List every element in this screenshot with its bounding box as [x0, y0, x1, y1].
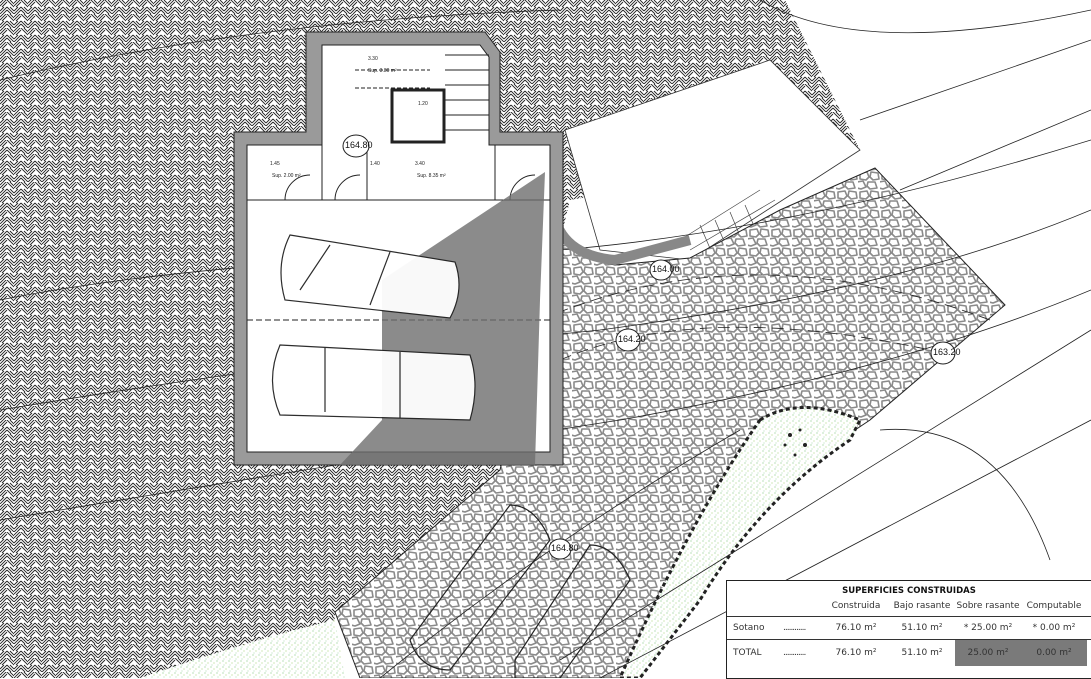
- room-dims: 3.40: [415, 161, 425, 167]
- cell-highlighted: 0.00 m²: [1021, 640, 1087, 666]
- room-area: Sup. 3.80 m²: [368, 68, 397, 74]
- svg-text:163.20: 163.20: [933, 347, 961, 357]
- table-row-total: TOTAL ............ 76.10 m² 51.10 m² 25.…: [727, 639, 1091, 666]
- room-area: Sup. 8.35 m²: [417, 173, 446, 179]
- room-dims: 1.20: [418, 101, 428, 107]
- svg-text:164.00: 164.00: [652, 264, 680, 274]
- table-header: Construida Bajo rasante Sobre rasante Co…: [727, 596, 1091, 616]
- row-label: TOTAL: [733, 648, 762, 658]
- cell: 76.10 m²: [835, 648, 877, 658]
- svg-text:164.20: 164.20: [618, 334, 646, 344]
- cell: * 0.00 m²: [1032, 623, 1076, 633]
- car-upper: [280, 234, 460, 319]
- level-marker: 164.80: [548, 538, 579, 560]
- surface-area-table: SUPERFICIES CONSTRUIDAS Construida Bajo …: [726, 580, 1091, 679]
- car-lower: [271, 344, 476, 421]
- cell: 51.10 m²: [901, 623, 943, 633]
- cell: 51.10 m²: [901, 648, 943, 658]
- table-title: SUPERFICIES CONSTRUIDAS: [842, 586, 976, 596]
- room-dims: 1.45: [270, 161, 280, 167]
- car-driveway-1: [409, 504, 551, 671]
- garden-area: [618, 406, 863, 678]
- cell: * 25.00 m²: [963, 623, 1013, 633]
- col-header: Sobre rasante: [956, 601, 1020, 611]
- svg-text:164.80: 164.80: [551, 543, 579, 553]
- room-dims: 1.40: [370, 161, 380, 167]
- svg-text:164.80: 164.80: [345, 140, 373, 150]
- col-header: Bajo rasante: [893, 601, 951, 611]
- cell-highlighted: 25.00 m²: [955, 640, 1021, 666]
- col-header: Computable: [1026, 601, 1082, 611]
- level-marker: 164.00: [649, 259, 680, 281]
- garden-strip: [140, 620, 345, 678]
- tree-symbol: [783, 428, 807, 457]
- stair-region: [564, 59, 861, 261]
- room-dims: 3.30: [368, 56, 378, 62]
- car-driveway-2: [514, 544, 631, 678]
- level-marker: 164.20: [615, 328, 646, 352]
- row-dots: ............: [783, 648, 806, 658]
- row-label: Sotano: [733, 623, 765, 633]
- cell: 76.10 m²: [835, 623, 877, 633]
- col-header: Construida: [831, 601, 881, 611]
- row-dots: ............: [783, 623, 806, 633]
- table-row: Sotano ............ 76.10 m² 51.10 m² * …: [727, 616, 1091, 639]
- level-marker: 163.20: [930, 341, 961, 365]
- room-area: Sup. 2.00 m²: [272, 173, 301, 179]
- level-marker: 164.80: [342, 134, 373, 158]
